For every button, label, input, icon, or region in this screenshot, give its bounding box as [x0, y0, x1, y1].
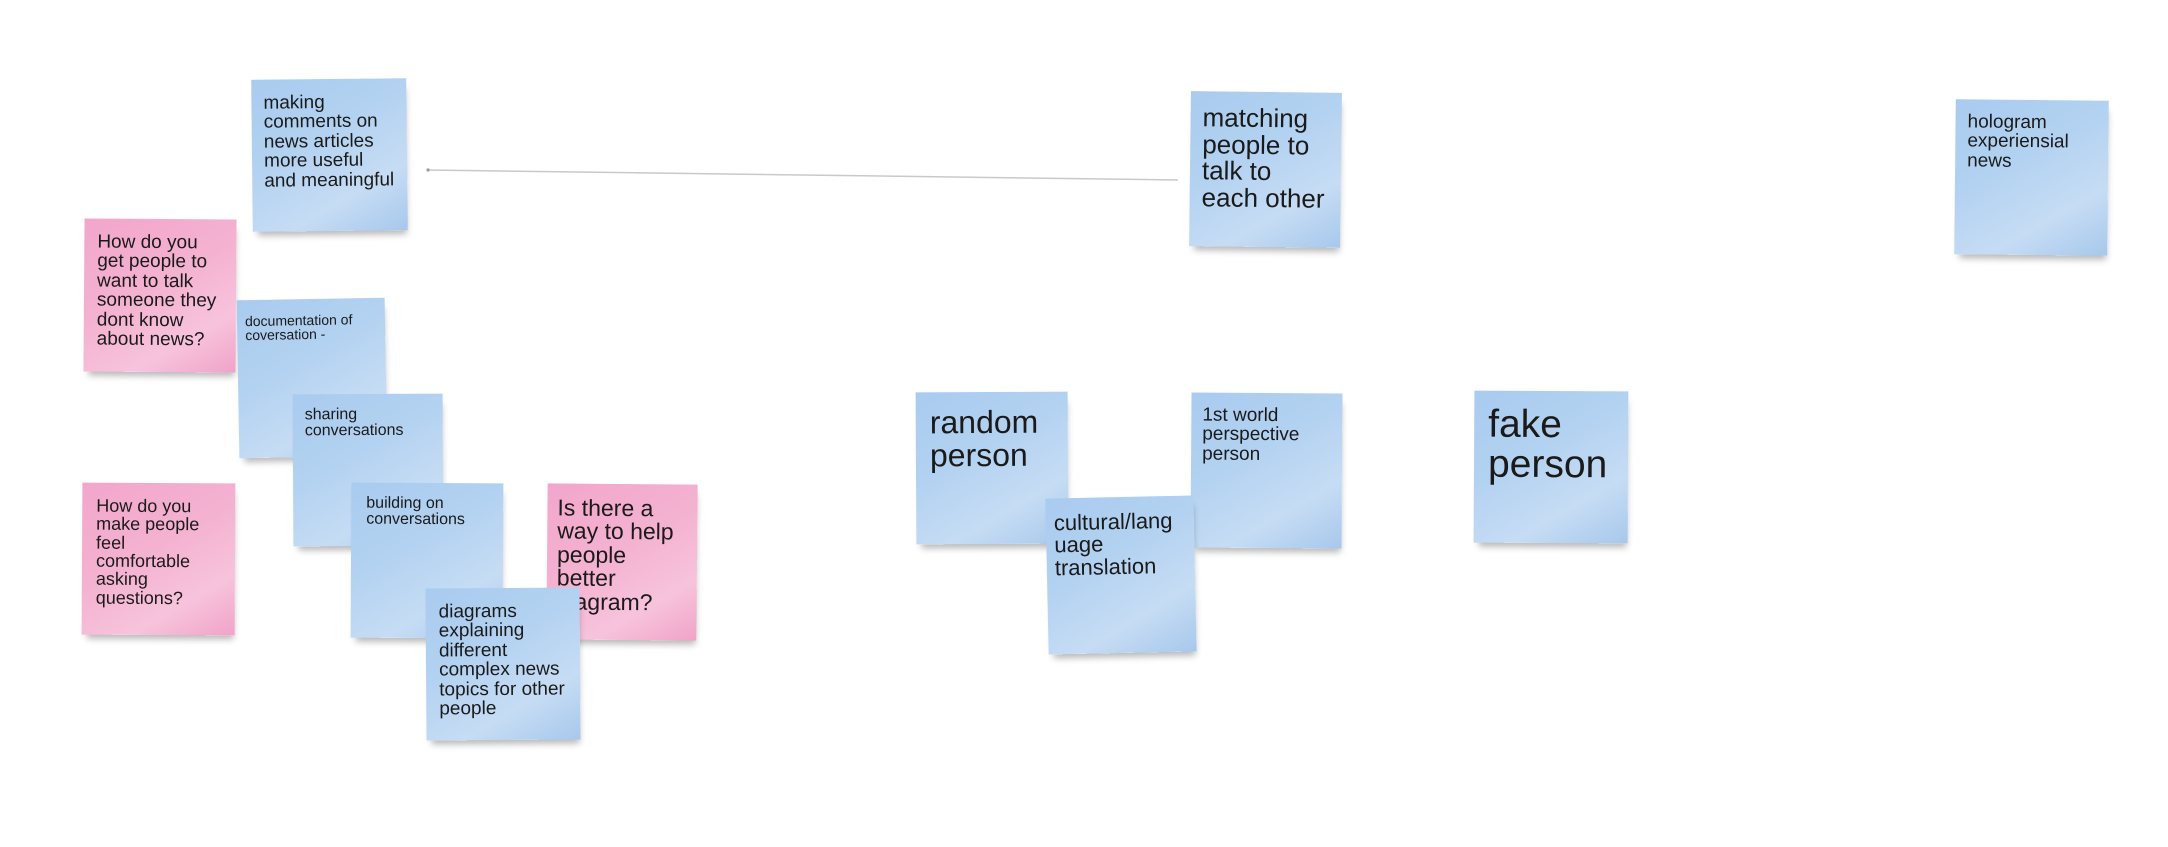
sticky-note-text: 1st world perspective person [1202, 404, 1300, 465]
sticky-note-first-world[interactable]: 1st world perspective person [1190, 392, 1343, 549]
connector-line[interactable] [427, 169, 1179, 181]
sticky-note-cultural[interactable]: cultural/lang uage translation [1045, 495, 1197, 655]
sticky-note-diagrams-explaining[interactable]: diagrams explaining different complex ne… [425, 587, 581, 741]
sticky-note-matching-people[interactable]: matching people to talk to each other [1189, 91, 1342, 248]
sticky-note-making-comments[interactable]: making comments on news articles more us… [251, 78, 408, 232]
sticky-note-text: cultural/lang uage translation [1053, 507, 1173, 581]
sticky-note-text: sharing conversations [304, 406, 404, 440]
sticky-note-get-people-talk[interactable]: How do you get people to want to talk so… [83, 218, 237, 373]
sticky-note-text: matching people to talk to each other [1201, 102, 1325, 214]
sticky-note-hologram[interactable]: hologram experiensial news [1954, 99, 2109, 256]
sticky-note-text: building on conversations [366, 494, 465, 529]
sticky-note-text: How do you get people to want to talk so… [96, 231, 217, 351]
connector-arrowhead [426, 168, 430, 172]
sticky-note-text: random person [929, 403, 1039, 473]
sticky-note-text: making comments on news articles more us… [263, 92, 395, 192]
sticky-note-text: hologram experiensial news [1967, 111, 2069, 172]
sticky-note-text: documentation of coversation - [244, 311, 353, 344]
sticky-note-comfortable[interactable]: How do you make people feel comfortable … [81, 482, 236, 636]
sticky-note-text: fake person [1487, 402, 1608, 487]
sticky-note-text: How do you make people feel comfortable … [95, 495, 200, 608]
sticky-note-text: diagrams explaining different complex ne… [438, 600, 565, 720]
sticky-note-fake-person[interactable]: fake person [1473, 390, 1629, 544]
